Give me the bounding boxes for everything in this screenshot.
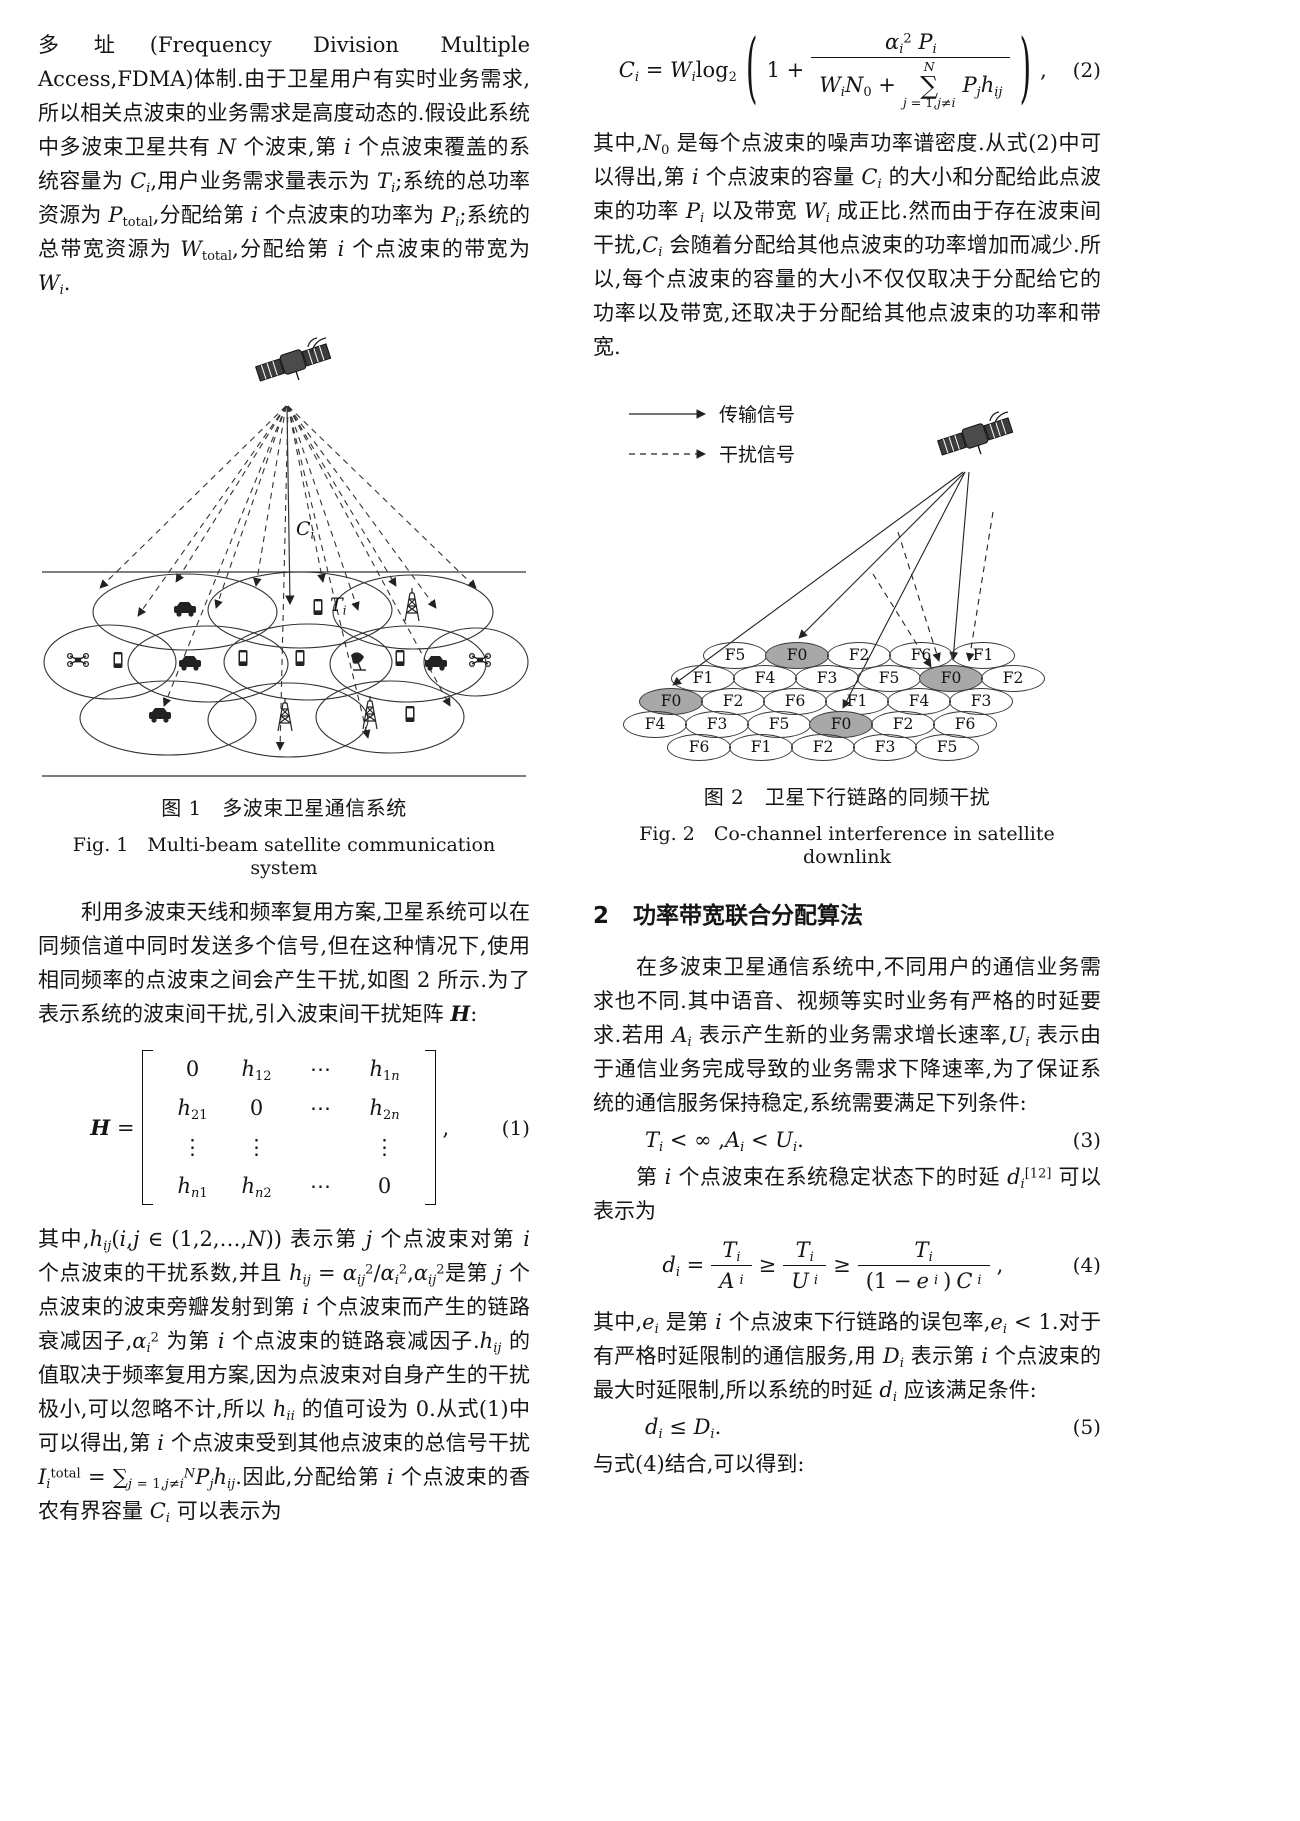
para-delay-intro: 第 i 个点波束在系统稳定状态下的时延 di[12] 可以表示为: [593, 1164, 1101, 1223]
equation-comma: ,: [442, 1115, 450, 1140]
figure-2: 传输信号 干扰信号: [593, 384, 1101, 868]
equation-comma: ,: [1040, 57, 1047, 82]
beam-cell: F2: [981, 664, 1045, 692]
beam-cell-f0: F0: [639, 687, 703, 715]
para-capacity-explanation: 其中,N0 是每个点波束的噪声功率谱密度.从式(2)中可以得出,第 i 个点波束…: [593, 130, 1101, 359]
transmission-legend-label: 传输信号: [719, 404, 795, 426]
equation-2-number: (2): [1072, 57, 1101, 82]
phone-icon: [295, 650, 305, 666]
beam-cell: F6: [667, 733, 731, 761]
beam-cell: F1: [729, 733, 793, 761]
section-number: 2: [593, 902, 610, 929]
ground-device-icons: [66, 587, 492, 732]
satellite-icon: [254, 337, 335, 393]
car-icon: [179, 656, 201, 671]
figure-2-drawing: 传输信号 干扰信号: [593, 384, 1101, 769]
equation-1-number: (1): [501, 1115, 530, 1140]
left-column: 多址(Frequency Division Multiple Access,FD…: [38, 28, 530, 1528]
phone-icon: [238, 650, 248, 666]
beam-cell: F4: [623, 710, 687, 738]
equation-5-number: (5): [1072, 1414, 1101, 1439]
beam-capacity-label: Ci: [296, 518, 315, 542]
phone-icon: [405, 706, 415, 722]
satellite-dish-icon: [350, 651, 367, 671]
para-fdma-system: 多址(Frequency Division Multiple Access,FD…: [38, 33, 530, 298]
beam-cell: F3: [853, 733, 917, 761]
para-qos-requirements: 在多波束卫星通信系统中,不同用户的通信业务需求也不同.其中语音、视频等实时业务有…: [593, 954, 1101, 1115]
open-paren: (: [745, 25, 758, 115]
summation: N ∑ j = 1,j≠i: [902, 59, 956, 111]
car-icon: [174, 602, 196, 617]
right-column: Ci = Wilog2 ( 1 + αi2 Pi WiN0 + N ∑ j = …: [593, 25, 1101, 1528]
close-paren: ): [1019, 25, 1032, 115]
equation-3-number: (3): [1072, 1127, 1101, 1152]
figure-2-legend: 传输信号 干扰信号: [629, 404, 795, 466]
beam-cell: F1: [951, 641, 1015, 669]
section-heading: 2 功率带宽联合分配算法: [593, 896, 1101, 930]
capacity-lhs: Ci = Wilog2: [618, 57, 737, 85]
beam-cell-f0: F0: [765, 641, 829, 669]
figure-1-drawing: Ci Ti: [38, 320, 530, 780]
satellite-icon: [936, 411, 1017, 466]
matrix-bracket-right: [424, 1050, 436, 1205]
equation-3: Ti < ∞ ,Ai < Ui. (3): [645, 1127, 1101, 1155]
figure-1-caption-zh: 图 1 多波束卫星通信系统: [161, 796, 407, 820]
beam-cell: F2: [791, 733, 855, 761]
equation-2: Ci = Wilog2 ( 1 + αi2 Pi WiN0 + N ∑ j = …: [618, 25, 1101, 115]
interference-legend-label: 干扰信号: [719, 444, 795, 466]
matrix-bracket-left: [141, 1050, 153, 1205]
para-packet-error-rate: 其中,ei 是第 i 个点波束下行链路的误包率,ei < 1.对于有严格时延限制…: [593, 1309, 1101, 1405]
traffic-demand-label: Ti: [330, 594, 347, 618]
para-combine-eq4: 与式(4)结合,可以得到:: [593, 1451, 805, 1476]
frequency-reuse-cells: F5 F0 F2 F6 F1 F1 F4 F3 F5 F0 F2: [593, 641, 1101, 761]
ground-lines: [42, 571, 526, 777]
tower-icon: [362, 695, 378, 730]
beam-footprint-ellipses: [43, 571, 529, 758]
car-icon: [425, 656, 447, 671]
figure-2-caption-zh: 图 2 卫星下行链路的同频干扰: [703, 784, 991, 809]
phone-icon: [113, 652, 123, 668]
phone-icon: [313, 599, 323, 615]
phone-icon: [395, 650, 405, 666]
matrix-lhs: H =: [90, 1115, 135, 1140]
equation-5: di ≤ Di. (5): [645, 1414, 1101, 1442]
equation-4-number: (4): [1072, 1253, 1101, 1278]
figure-2-caption-en: Fig. 2 Co-channel interference in satell…: [639, 822, 1055, 868]
section-title: 功率带宽联合分配算法: [633, 902, 864, 929]
drone-icon: [468, 652, 492, 668]
car-icon: [149, 708, 171, 723]
sinr-fraction: αi2 Pi WiN0 + N ∑ j = 1,j≠i Pjhij: [811, 30, 1011, 111]
para-interference-coefficients: 其中,hij(i,j ∈ (1,2,…,N)) 表示第 j 个点波束对第 i 个…: [38, 1227, 530, 1526]
beam-cell: F5: [915, 733, 979, 761]
drone-icon: [66, 652, 90, 668]
figure-1-caption-en: Fig. 1 Multi-beam satellite communicatio…: [72, 834, 496, 879]
tower-icon: [404, 587, 420, 622]
figure-1: Ci Ti 图 1 多波束卫星通信系统 Fig. 1 Multi-beam sa…: [38, 320, 530, 879]
para-frequency-reuse: 利用多波束天线和频率复用方案,卫星系统可以在同频信道中同时发送多个信号,但在这种…: [38, 900, 530, 1026]
capacity-beam-line: [285, 405, 295, 605]
